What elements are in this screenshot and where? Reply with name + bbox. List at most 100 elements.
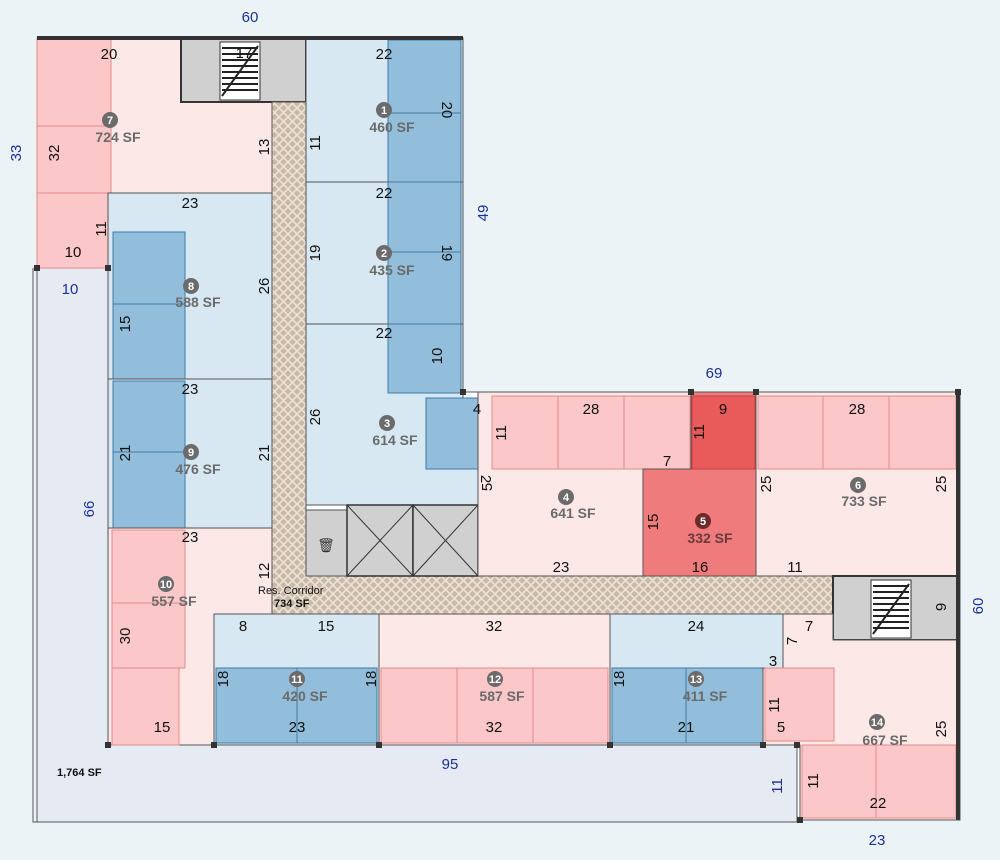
dim-bottom-right: 11: [769, 778, 786, 794]
unit-area: 724 SF: [95, 129, 141, 145]
svg-text:25: 25: [933, 721, 950, 738]
svg-text:23: 23: [182, 195, 199, 212]
svg-text:5: 5: [777, 719, 785, 736]
svg-text:7: 7: [784, 637, 801, 645]
unit-number: 9: [188, 447, 194, 459]
dim-mid-right: 69: [706, 365, 723, 382]
svg-text:22: 22: [376, 325, 393, 342]
svg-text:28: 28: [583, 401, 600, 418]
outer-dimensions: 60 33 49 10 66 69 60 95 11 23: [8, 9, 987, 849]
svg-text:7: 7: [805, 618, 813, 635]
svg-text:10: 10: [65, 244, 82, 261]
svg-text:11: 11: [307, 135, 324, 151]
unit-area: 588 SF: [175, 294, 221, 310]
svg-text:23: 23: [289, 719, 306, 736]
svg-text:13: 13: [256, 139, 273, 156]
unit-area: 332 SF: [687, 530, 733, 546]
unit-area: 435 SF: [369, 262, 415, 278]
svg-text:5: 5: [479, 483, 496, 491]
corridor-area: 734 SF: [274, 598, 310, 610]
svg-text:7: 7: [663, 453, 671, 470]
svg-text:11: 11: [787, 559, 803, 576]
trash-room: 🗑: [305, 509, 348, 577]
svg-text:21: 21: [256, 445, 273, 462]
svg-text:8: 8: [239, 618, 247, 635]
exterior-walls: [37, 36, 960, 820]
unit-area: 420 SF: [282, 688, 328, 704]
dimension-labels: 22 20 11 22 19 19 22 10 26 4 28 11 7 2 5…: [46, 45, 950, 812]
svg-text:19: 19: [438, 245, 455, 262]
dim-left-top: 33: [8, 145, 25, 162]
svg-text:11: 11: [493, 425, 510, 441]
unit-2[interactable]: [305, 181, 464, 325]
svg-text:21: 21: [678, 719, 695, 736]
svg-text:26: 26: [256, 278, 273, 295]
unit-number: 6: [855, 480, 861, 492]
unit-area: 411 SF: [683, 688, 728, 704]
svg-text:23: 23: [553, 559, 570, 576]
svg-text:20: 20: [438, 102, 455, 119]
svg-text:15: 15: [318, 618, 335, 635]
svg-text:15: 15: [645, 514, 662, 531]
elevators: [346, 504, 479, 577]
svg-text:11: 11: [766, 697, 783, 713]
unit-3[interactable]: [305, 323, 493, 506]
unit-area: 587 SF: [479, 688, 525, 704]
unit-area: 614 SF: [372, 432, 418, 448]
svg-text:23: 23: [182, 381, 199, 398]
svg-text:4: 4: [473, 401, 481, 418]
unit-area: 733 SF: [841, 493, 887, 509]
unit-number: 7: [107, 115, 113, 127]
svg-text:22: 22: [376, 185, 393, 202]
svg-text:25: 25: [933, 476, 950, 493]
svg-text:32: 32: [486, 618, 503, 635]
dim-bottom-far: 23: [869, 832, 886, 849]
dim-mid: 49: [475, 205, 492, 222]
stair-top: [180, 37, 307, 103]
unit-number: 11: [291, 674, 303, 686]
unit-area: 557 SF: [151, 593, 197, 609]
dim-left-small: 10: [62, 281, 79, 298]
svg-text:19: 19: [307, 245, 324, 262]
unit-area: 476 SF: [175, 461, 221, 477]
unit-5[interactable]: [642, 391, 757, 577]
svg-text:17: 17: [236, 45, 253, 62]
svg-text:25: 25: [758, 476, 775, 493]
unit-4[interactable]: [477, 391, 692, 577]
unit-number: 1: [381, 105, 387, 117]
unit-number: 13: [690, 674, 702, 686]
svg-text:32: 32: [46, 145, 63, 162]
svg-text:30: 30: [117, 628, 134, 645]
svg-text:2: 2: [477, 475, 494, 483]
svg-text:3: 3: [769, 653, 777, 670]
svg-text:11: 11: [93, 221, 110, 237]
unit-labels: 1 460 SF 2 435 SF 3 614 SF 4 641 SF 5 33…: [57, 102, 908, 779]
svg-text:9: 9: [719, 401, 727, 418]
svg-text:26: 26: [307, 409, 324, 426]
dim-right: 60: [970, 598, 987, 615]
dim-top: 60: [242, 9, 259, 26]
unit-number: 3: [384, 418, 390, 430]
svg-text:11: 11: [805, 773, 822, 789]
unit-number: 5: [700, 516, 706, 528]
corridor-label: Res. Corridor: [258, 585, 324, 597]
unit-area: 667 SF: [862, 732, 908, 748]
svg-text:15: 15: [154, 719, 171, 736]
svg-text:21: 21: [117, 445, 134, 462]
unit-number: 8: [188, 281, 194, 293]
svg-text:22: 22: [870, 795, 887, 812]
svg-text:24: 24: [688, 618, 705, 635]
unit-number: 2: [381, 248, 387, 260]
common-area-label: 1,764 SF: [57, 767, 102, 779]
dim-bottom: 95: [442, 756, 459, 773]
unit-14[interactable]: [762, 613, 959, 821]
dim-left: 66: [81, 501, 98, 518]
unit-area: 641 SF: [550, 505, 596, 521]
unit-area: 460 SF: [369, 119, 415, 135]
unit-number: 12: [489, 674, 501, 686]
svg-text:9: 9: [933, 603, 950, 611]
svg-text:🗑: 🗑: [317, 538, 335, 554]
unit-11[interactable]: [213, 613, 380, 746]
svg-text:11: 11: [691, 424, 708, 440]
